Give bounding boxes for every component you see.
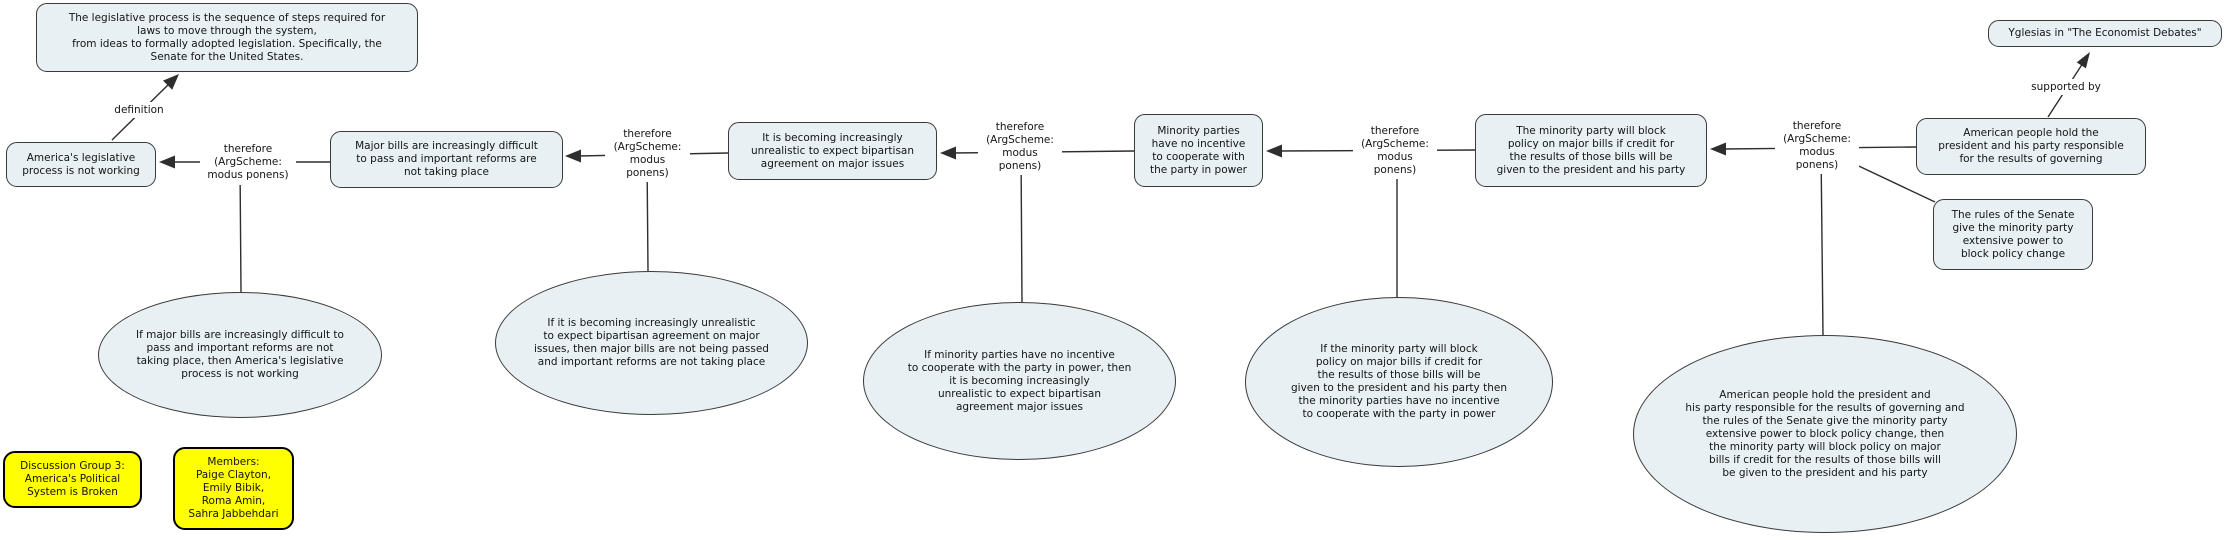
concept-america-legislative-process[interactable]: America's legislative process is not wor… bbox=[6, 142, 156, 187]
warrant-ellipse-1[interactable]: If major bills are increasingly difficul… bbox=[98, 292, 382, 418]
concept-legislative-process-definition[interactable]: The legislative process is the sequence … bbox=[36, 3, 418, 72]
warrant-ellipse-3[interactable]: If minority parties have no incentive to… bbox=[863, 302, 1176, 460]
link-label-therefore-4[interactable]: therefore (ArgScheme: modus ponens) bbox=[1353, 122, 1437, 179]
link-label-therefore-3[interactable]: therefore (ArgScheme: modus ponens) bbox=[978, 118, 1062, 175]
concept-rules-of-senate[interactable]: The rules of the Senate give the minorit… bbox=[1933, 199, 2093, 270]
link-label-therefore-1[interactable]: therefore (ArgScheme: modus ponens) bbox=[200, 140, 296, 185]
link-label-therefore-5[interactable]: therefore (ArgScheme: modus ponens) bbox=[1775, 118, 1859, 174]
concept-major-bills[interactable]: Major bills are increasingly difficult t… bbox=[330, 131, 563, 188]
link-therefore-5-line bbox=[1710, 142, 1936, 336]
concept-yglesias-source[interactable]: Yglesias in "The Economist Debates" bbox=[1988, 20, 2222, 47]
note-members[interactable]: Members: Paige Clayton, Emily Bibik, Rom… bbox=[173, 447, 294, 530]
link-label-supported-by[interactable]: supported by bbox=[2022, 79, 2110, 95]
warrant-ellipse-2[interactable]: If it is becoming increasingly unrealist… bbox=[495, 271, 808, 415]
concept-minority-parties[interactable]: Minority parties have no incentive to co… bbox=[1134, 114, 1263, 187]
concept-bipartisan-agreement[interactable]: It is becoming increasingly unrealistic … bbox=[728, 122, 937, 180]
warrant-ellipse-4[interactable]: If the minority party will block policy … bbox=[1245, 297, 1553, 467]
link-label-definition[interactable]: definition bbox=[104, 102, 174, 118]
note-discussion-group[interactable]: Discussion Group 3: America's Political … bbox=[3, 451, 142, 508]
link-label-therefore-2[interactable]: therefore (ArgScheme: modus ponens) bbox=[605, 125, 690, 182]
concept-american-people[interactable]: American people hold the president and h… bbox=[1916, 118, 2146, 175]
warrant-ellipse-5[interactable]: American people hold the president and h… bbox=[1633, 335, 2017, 533]
concept-minority-block-policy[interactable]: The minority party will block policy on … bbox=[1475, 114, 1707, 187]
